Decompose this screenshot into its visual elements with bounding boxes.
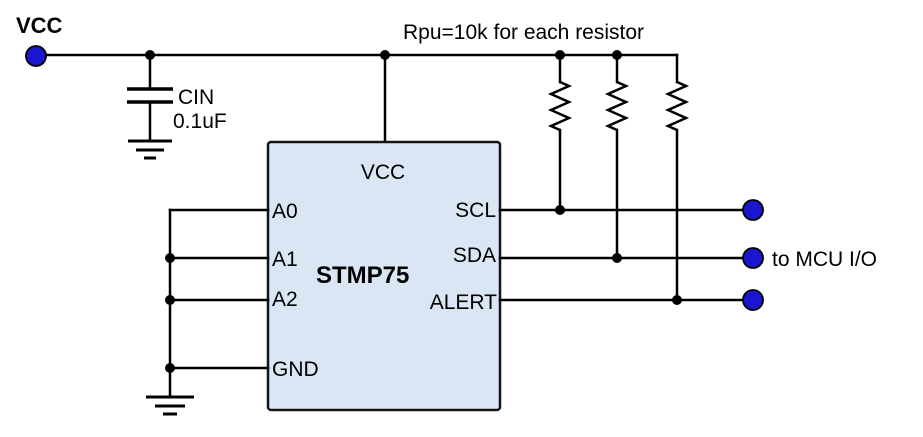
bus-lines: to MCU I/O (498, 199, 877, 311)
pullup-note: Rpu=10k for each resistor (403, 21, 644, 44)
ground-symbol (128, 139, 172, 160)
mcu-io-label: to MCU I/O (772, 248, 877, 271)
junction-dot (165, 295, 175, 305)
pullup-resistor-sda (604, 53, 630, 260)
pin-label-gnd: GND (272, 358, 319, 381)
junction-dot (612, 253, 622, 263)
power-rail: VCC Rpu=10k for each resistor (16, 13, 679, 67)
ic-body (266, 140, 502, 412)
junction-dot (165, 253, 175, 263)
alert-terminal (742, 289, 764, 311)
vcc-terminal (25, 45, 47, 67)
pin-label-sda: SDA (453, 244, 496, 267)
pullup-resistor-scl (547, 53, 573, 212)
junction-dot (672, 295, 682, 305)
pullup-resistor-alert (664, 53, 690, 302)
junction-dot (555, 205, 565, 215)
resistor-symbol (547, 80, 573, 132)
capacitor-ref: CIN (178, 86, 214, 109)
pin-label-a1: A1 (272, 248, 298, 271)
ic-name: STMP75 (316, 262, 409, 289)
sda-terminal (742, 247, 764, 269)
pin-label-a2: A2 (272, 288, 298, 311)
resistor-symbol (664, 80, 690, 132)
pin-label-vcc: VCC (361, 161, 405, 184)
pin-label-a0: A0 (272, 200, 298, 223)
pin-label-alert: ALERT (430, 291, 497, 314)
scl-terminal (742, 199, 764, 221)
capacitor-cin: CIN 0.1uF (127, 53, 227, 160)
ic-stmp75: VCC A0 A1 A2 GND SCL SDA ALERT STMP75 (266, 53, 502, 412)
capacitor-value: 0.1uF (173, 110, 227, 133)
junction-dot (165, 363, 175, 373)
vcc-label: VCC (16, 13, 63, 38)
address-ground-bus (146, 208, 270, 416)
resistor-symbol (604, 80, 630, 132)
ground-symbol (146, 395, 194, 416)
pin-label-scl: SCL (455, 199, 496, 222)
